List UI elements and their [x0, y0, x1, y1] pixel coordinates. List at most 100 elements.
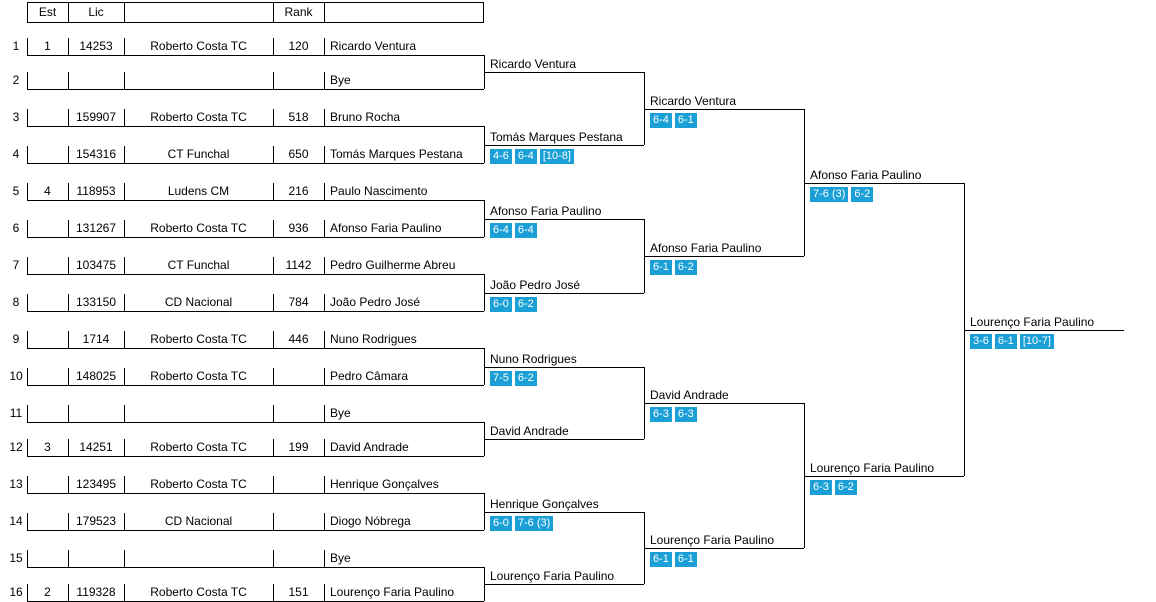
entry-baseline	[27, 456, 484, 457]
entry-divider	[27, 38, 28, 55]
entry-divider	[273, 439, 274, 456]
license-number: 1714	[82, 332, 110, 346]
entry-divider	[324, 584, 325, 601]
match-line	[484, 512, 644, 513]
player-name: Diogo Nóbrega	[330, 514, 411, 528]
entry-row	[0, 402, 484, 422]
player-name: Pedro Câmara	[330, 369, 409, 383]
header-rank: Rank	[284, 5, 313, 19]
club-name: Roberto Costa TC	[150, 477, 247, 491]
match-line	[804, 476, 964, 477]
club-name: Roberto Costa TC	[150, 585, 247, 599]
header-divider	[324, 2, 325, 23]
entry-divider	[124, 109, 125, 126]
license-number: 133150	[75, 295, 117, 309]
draw-position: 15	[9, 551, 23, 565]
set-score: 6-0	[490, 516, 512, 531]
match-winner: Ricardo Ventura	[490, 57, 577, 71]
entry-divider	[324, 550, 325, 567]
bracket-connector	[964, 183, 965, 476]
set-score: [10-7]	[1019, 334, 1054, 349]
entry-baseline	[27, 274, 484, 275]
entry-divider	[124, 476, 125, 493]
seed-number: 1	[44, 39, 51, 53]
entry-divider	[324, 368, 325, 385]
ranking: 650	[288, 147, 309, 161]
entry-divider	[124, 38, 125, 55]
set-score: 6-4	[650, 113, 672, 128]
entry-baseline	[27, 385, 484, 386]
draw-position: 3	[12, 110, 20, 124]
entry-divider	[68, 439, 69, 456]
entry-divider	[124, 72, 125, 89]
entry-divider	[27, 109, 28, 126]
entry-baseline	[27, 200, 484, 201]
entry-divider	[68, 513, 69, 530]
license-number: 14251	[79, 440, 113, 454]
entry-divider	[27, 368, 28, 385]
entry-divider	[27, 146, 28, 163]
entry-divider	[273, 294, 274, 311]
match-line	[484, 439, 644, 440]
entry-divider	[124, 331, 125, 348]
match-line	[484, 219, 644, 220]
bracket-connector	[644, 72, 645, 145]
entry-baseline	[27, 55, 484, 56]
entry-baseline	[27, 89, 484, 90]
entry-baseline	[27, 348, 484, 349]
license-number: 154316	[75, 147, 117, 161]
entry-divider	[68, 294, 69, 311]
match-winner: Afonso Faria Paulino	[810, 168, 922, 182]
entry-divider	[27, 183, 28, 200]
header-row	[27, 2, 484, 23]
draw-position: 12	[9, 440, 23, 454]
set-score: 7-6 (3)	[514, 516, 554, 531]
set-score: 6-1	[650, 552, 672, 567]
entry-divider	[27, 220, 28, 237]
seed-number: 4	[44, 184, 51, 198]
license-number: 14253	[79, 39, 113, 53]
player-name: Bye	[330, 551, 351, 565]
entry-divider	[68, 476, 69, 493]
player-name: Paulo Nascimento	[330, 184, 428, 198]
entry-divider	[324, 294, 325, 311]
set-score: 6-4	[514, 149, 537, 164]
player-name: Ricardo Ventura	[330, 39, 417, 53]
entry-divider	[273, 550, 274, 567]
match-line	[644, 109, 804, 110]
bracket-connector	[484, 348, 485, 385]
set-score: 6-2	[851, 187, 874, 202]
entry-baseline	[27, 422, 484, 423]
player-name: Lourenço Faria Paulino	[330, 585, 455, 599]
entry-divider	[273, 331, 274, 348]
match-line	[484, 145, 644, 146]
match-line	[804, 183, 964, 184]
set-score: 7-5	[490, 371, 512, 386]
bracket-connector	[804, 109, 805, 256]
entry-divider	[124, 439, 125, 456]
entry-divider	[324, 331, 325, 348]
entry-divider	[68, 109, 69, 126]
license-number: 123495	[75, 477, 117, 491]
club-name: Roberto Costa TC	[150, 39, 247, 53]
entry-divider	[324, 257, 325, 274]
entry-divider	[68, 405, 69, 422]
entry-divider	[324, 183, 325, 200]
ranking: 151	[288, 585, 309, 599]
club-name: CT Funchal	[167, 147, 230, 161]
entry-divider	[27, 405, 28, 422]
license-number: 179523	[75, 514, 117, 528]
entry-divider	[27, 257, 28, 274]
ranking: 199	[288, 440, 309, 454]
entry-divider	[273, 476, 274, 493]
entry-divider	[124, 220, 125, 237]
draw-position: 7	[12, 258, 20, 272]
entry-divider	[27, 439, 28, 456]
entry-divider	[27, 294, 28, 311]
entry-divider	[68, 38, 69, 55]
